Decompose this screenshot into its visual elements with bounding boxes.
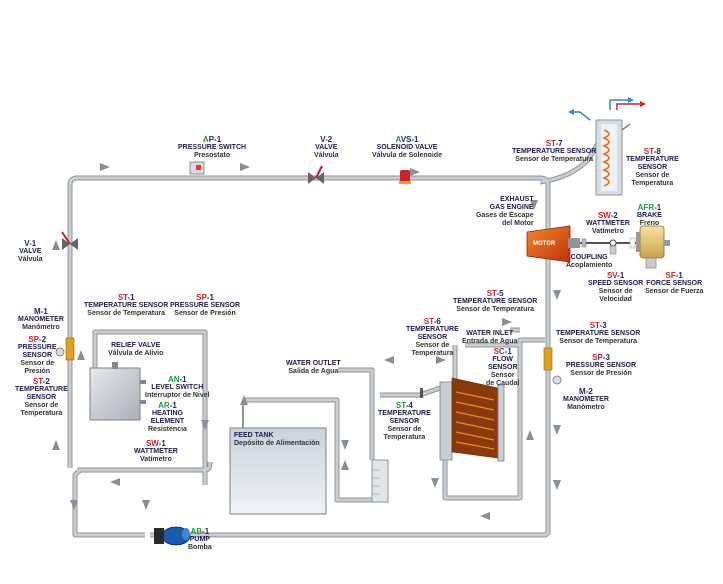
pump-ab1 [154,526,191,546]
label-sw1: SW-1 WATTMETER Vatímetro [134,439,178,464]
label-st7: ST-7 TEMPERATURE SENSOR Sensor de Temper… [512,139,597,164]
manometer-m1-assembly [55,337,75,361]
label-m2: M-2 MANOMETER Manómetro [563,387,609,412]
label-feed-tank: FEED TANK Depósito de Alimentación [234,432,320,447]
flow-arrow [52,440,60,450]
label-motor: MOTOR [533,241,556,247]
flow-arrow [142,500,150,510]
solenoid-valve-avs1 [399,170,411,184]
label-st4: ST-4 TEMPERATURE SENSOR Sensor de Temper… [378,401,431,442]
label-coupling: COUPLING Acoplamiento [566,254,613,269]
label-sp2: SP-2 PRESSURE SENSOR Sensor de Presión [18,335,57,376]
label-water-outlet: WATER OUTLET Salida de Agua [286,360,341,375]
flow-arrow [70,500,78,510]
label-avs1: AVS-1 SOLENOID VALVE Válvula de Solenoid… [372,135,443,160]
exhaust-heat-exchanger [568,97,646,196]
label-v2: V-2 VALVE Válvula [314,135,339,160]
label-m1: M-1 MANOMETER Manómetro [18,307,64,332]
label-v1: V-1 VALVE Válvula [18,239,43,264]
label-ap1: AP-1 PRESSURE SWITCH Presostato [178,135,247,160]
label-st6: ST-6 TEMPERATURE SENSOR Sensor de Temper… [406,317,459,358]
valve-v1 [61,231,78,250]
pipe-network [67,138,603,538]
flow-arrow [480,512,490,520]
flow-arrow [110,478,120,486]
flow-arrow [240,395,248,405]
label-st1: ST-1 TEMPERATURE SENSOR Sensor de Temper… [84,293,169,318]
flow-arrow [526,430,534,440]
flow-arrow [201,420,209,430]
label-sv1: SV-1 SPEED SENSOR Sensor de Velocidad [588,271,644,304]
valve-v2 [308,165,324,184]
flow-arrow [410,168,420,176]
flow-arrows [52,163,561,520]
label-afr1: AFR-1 BRAKE Freno [637,203,662,228]
flow-arrow [530,200,538,210]
flow-arrow [240,163,250,171]
flow-arrow [77,350,85,360]
label-st5: ST-5 TEMPERATURE SENSOR Sensor de Temper… [453,289,538,314]
feed-tank [229,405,327,515]
pressure-switch-ap1 [189,161,205,175]
label-ar1: AR-1 HEATING ELEMENT Resistencia [148,401,187,434]
label-an1: AN-1 LEVEL SWITCH Interruptor de Nivel [145,375,210,400]
flow-arrow [502,318,512,326]
flow-arrow [100,163,110,171]
flow-arrow [52,240,60,250]
label-st8: ST-8 TEMPERATURE SENSOR Sensor de Temper… [626,147,679,188]
flow-arrow [384,356,394,364]
manometer-m2-assembly [543,347,562,385]
label-ab1: AB-1 PUMP Bomba [188,527,212,552]
label-relief: RELIEF VALVE Válvula de Alivio [108,342,164,357]
motor-assembly [526,225,670,269]
flow-arrow [553,425,561,435]
label-sw2: SW-2 WATTMETER Vatímetro [586,211,630,236]
label-sc1: SC-1 FLOW SENSOR Sensor de Caudal [486,347,520,388]
flow-arrow [431,478,439,488]
flow-arrow [341,440,349,450]
label-exhaust: EXHAUST GAS ENGINE Gases de Escape del M… [476,196,534,227]
heater-tank [89,362,146,421]
label-sp1: SP-1 PRESSURE SENSOR Sensor de Presión [170,293,241,318]
label-st3: ST-3 TEMPERATURE SENSOR Sensor de Temper… [556,321,641,346]
flow-arrow [341,460,349,470]
label-st2: ST-2 TEMPERATURE SENSOR Sensor de Temper… [15,377,68,418]
level-column [371,459,389,503]
label-sp3: SP-3 PRESSURE SENSOR Sensor de Presión [566,353,637,378]
plate-heat-exchanger [420,377,505,462]
flow-arrow [553,290,561,300]
flow-arrow [553,480,561,490]
flow-arrow [436,356,446,364]
label-sf1: SF-1 FORCE SENSOR Sensor de Fuerza [645,271,704,296]
label-water-inlet: WATER INLET Entrada de Agua [462,330,518,345]
